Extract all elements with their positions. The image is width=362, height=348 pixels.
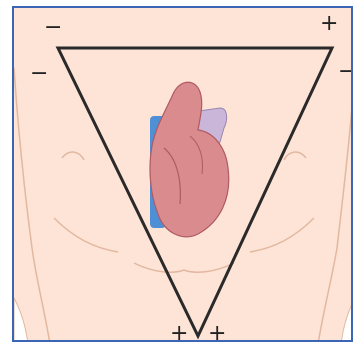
diagram-frame: − + − − + +	[12, 6, 353, 342]
sign-right-mid: −	[338, 59, 353, 84]
heart-illustration	[150, 82, 229, 237]
heart-body	[150, 82, 229, 237]
sign-top-left: −	[44, 15, 62, 40]
sign-bottom-left: +	[170, 321, 188, 342]
sign-bottom-right: +	[208, 321, 226, 342]
einthoven-triangle-diagram: − + − − + +	[14, 8, 353, 342]
sign-left-mid: −	[30, 61, 48, 86]
sign-top-right: +	[320, 11, 338, 36]
